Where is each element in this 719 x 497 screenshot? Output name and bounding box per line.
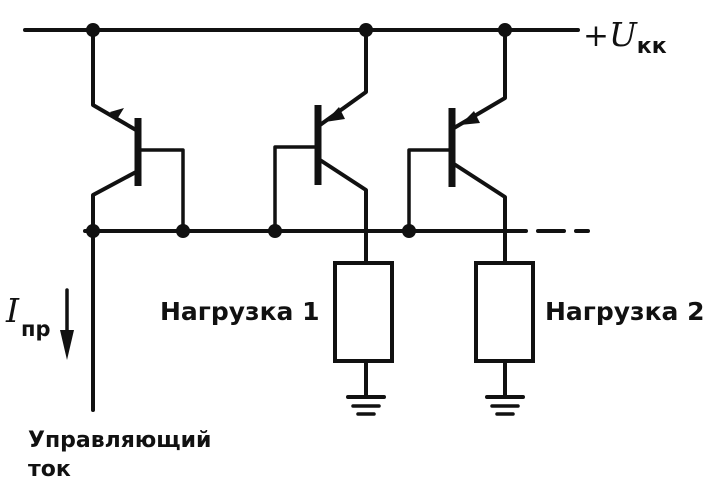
load-2-label: Нагрузка 2 xyxy=(545,297,705,326)
load-1-ground-symbol xyxy=(346,395,386,416)
transistor-3 xyxy=(407,28,507,265)
transistor-1-base-lead xyxy=(138,148,185,233)
transistor-3-emitter-lead xyxy=(452,28,507,130)
load-2-resistor xyxy=(474,261,535,363)
junction-dot xyxy=(86,23,100,37)
transistor-2-collector-lead xyxy=(318,158,368,265)
control-current-symbol-label: Iпр xyxy=(5,291,51,341)
supply-label: +Uкк xyxy=(583,15,667,59)
junction-dot xyxy=(176,224,190,238)
transistor-3-emitter-arrow xyxy=(460,111,480,125)
supply-symbol: U xyxy=(609,15,638,54)
transistor-1 xyxy=(91,28,185,233)
load-1-label: Нагрузка 1 xyxy=(160,297,320,326)
transistor-1-emitter-lead xyxy=(91,28,138,132)
transistor-2-base-lead xyxy=(273,145,318,233)
control-current-caption-line2: ток xyxy=(28,457,71,482)
junction-dot xyxy=(498,23,512,37)
junction-dot xyxy=(86,224,100,238)
transistor-1-collector-lead xyxy=(91,170,138,233)
junction-dot xyxy=(268,224,282,238)
transistor-2 xyxy=(273,28,368,265)
control-current-symbol: I xyxy=(5,291,20,330)
load-1-resistor xyxy=(333,261,394,363)
transistor-1-emitter-arrow xyxy=(110,108,124,121)
junction-dot xyxy=(402,224,416,238)
control-current-subscript: пр xyxy=(21,317,51,341)
current-direction-arrow xyxy=(60,288,74,360)
supply-subscript: кк xyxy=(637,34,667,59)
load-2-ground-symbol xyxy=(485,395,525,416)
transistor-3-base-lead xyxy=(407,148,452,233)
supply-plus: + xyxy=(583,18,609,54)
transistor-3-collector-lead xyxy=(452,162,507,265)
transistor-2-emitter-lead xyxy=(318,28,368,127)
junction-dot xyxy=(359,23,373,37)
transistor-2-emitter-arrow xyxy=(325,107,345,122)
control-current-caption-line1: Управляющий xyxy=(28,428,211,453)
